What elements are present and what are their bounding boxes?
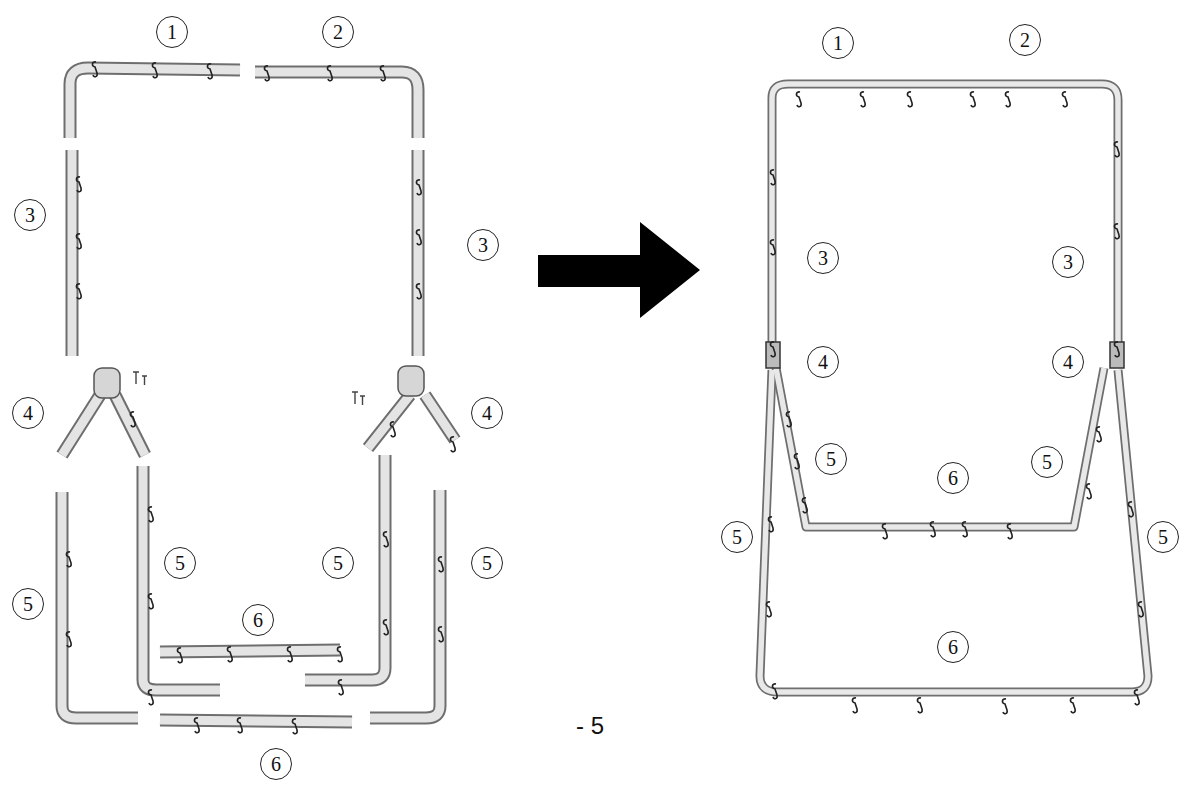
callout-number: 6 [937, 631, 969, 663]
callout-number: 5 [1031, 446, 1063, 478]
page-number: - 5 [576, 714, 604, 738]
callout-number: 4 [12, 397, 44, 429]
callout-number: 5 [721, 521, 753, 553]
callout-number: 5 [1147, 521, 1179, 553]
callout-number: 3 [807, 242, 839, 274]
callout-number: 6 [260, 748, 292, 780]
callout-number: 3 [14, 199, 46, 231]
callout-number: 6 [242, 604, 274, 636]
callout-number: 4 [471, 397, 503, 429]
callout-number: 5 [815, 443, 847, 475]
callout-number: 3 [1052, 246, 1084, 278]
callout-number: 4 [1052, 346, 1084, 378]
callout-number: 6 [937, 462, 969, 494]
callout-number: 5 [322, 547, 354, 579]
callout-number: 3 [467, 229, 499, 261]
callout-number: 5 [164, 547, 196, 579]
callout-number: 1 [156, 16, 188, 48]
callout-number: 4 [807, 346, 839, 378]
callout-number: 2 [1009, 24, 1041, 56]
callout-number: 2 [322, 16, 354, 48]
callout-number: 5 [12, 588, 44, 620]
callout-number: 1 [822, 27, 854, 59]
callout-number: 5 [471, 547, 503, 579]
